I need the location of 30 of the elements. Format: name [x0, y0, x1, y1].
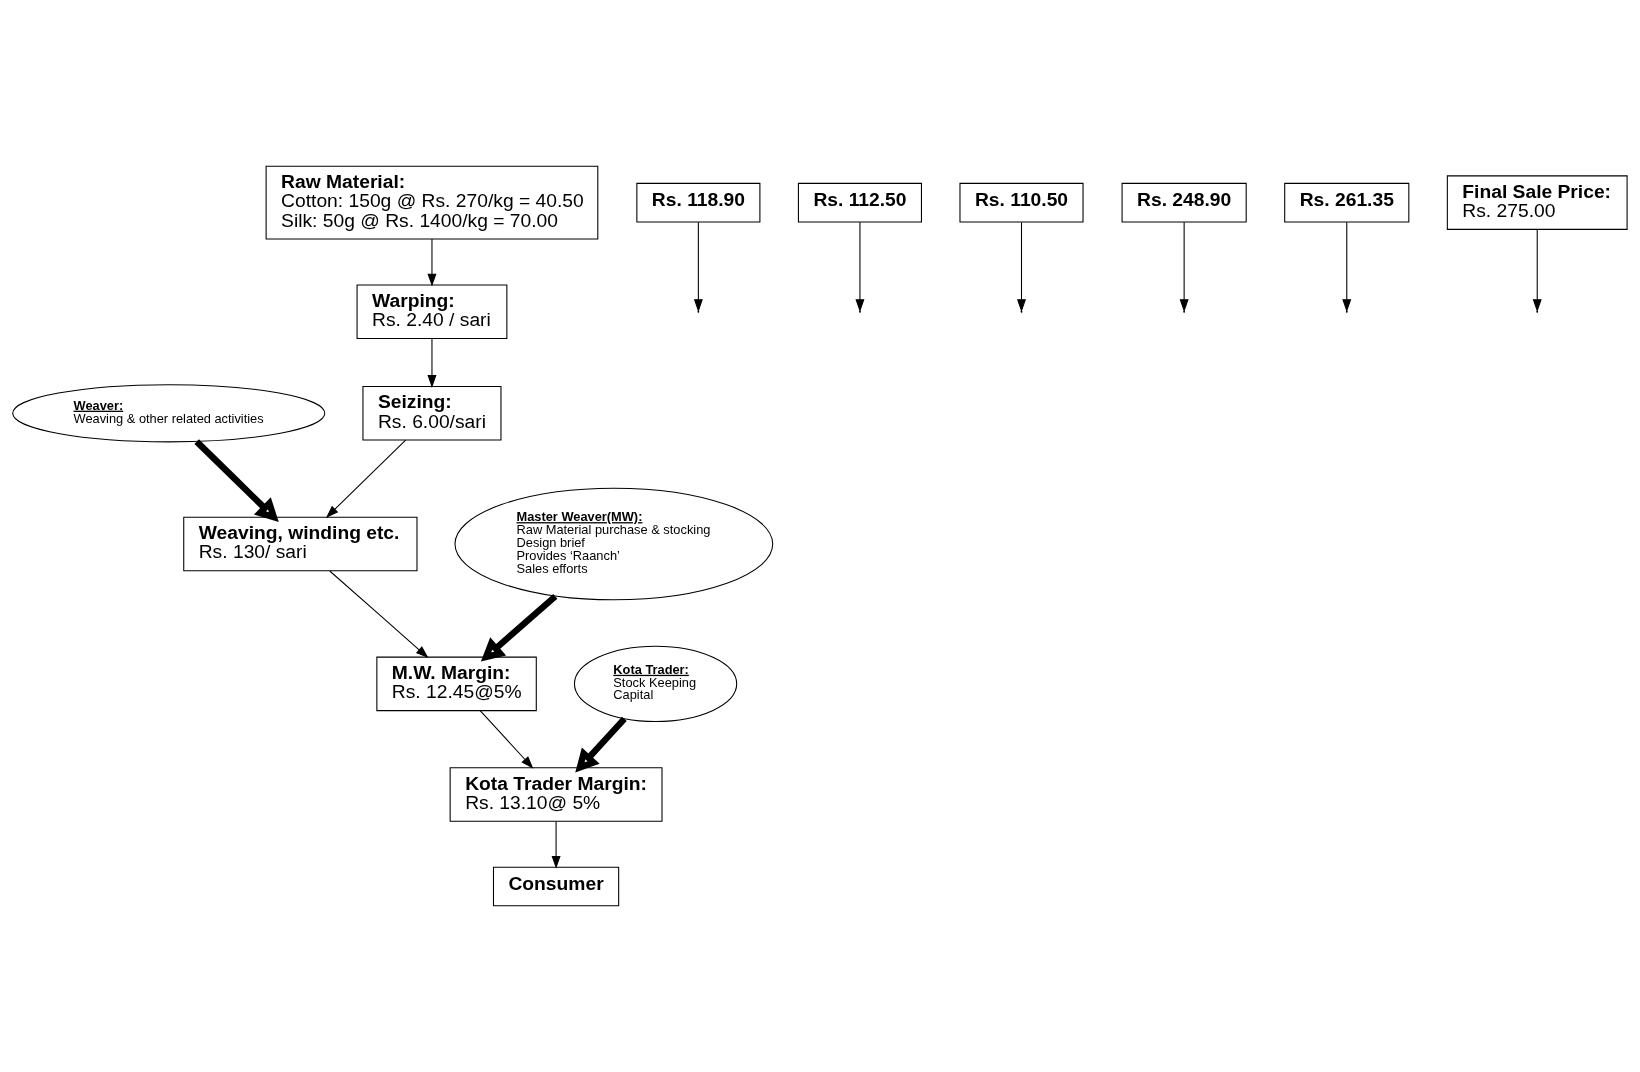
arrow — [693, 221, 703, 313]
arrow — [1179, 221, 1189, 313]
node-box: Final Sale Price: Rs. 275.00 — [1446, 175, 1628, 230]
node-box: Weaving, winding etc. Rs. 130/ sari — [183, 516, 418, 572]
node-box: Rs. 110.50 — [959, 182, 1084, 223]
node-ellipse: Kota Trader: Stock Keeping Capital — [573, 645, 738, 723]
node-ellipse: Weaver: Weaving & other related activities — [12, 384, 326, 443]
node-box: Warping: Rs. 2.40 / sari — [356, 284, 508, 340]
node-box: Kota Trader Margin: Rs. 13.10@ 5% — [449, 767, 663, 822]
arrow — [1532, 229, 1542, 313]
arrow — [855, 221, 865, 313]
arrow — [479, 710, 534, 769]
node-box: Rs. 112.50 — [797, 182, 922, 223]
node-box: Rs. 248.90 — [1121, 182, 1247, 223]
node-box: Rs. 118.90 — [636, 182, 761, 223]
arrow — [427, 338, 437, 388]
arrow — [1342, 221, 1352, 313]
arrow — [329, 570, 429, 659]
node-ellipse: Master Weaver(MW): Raw Material purchase & stocking Design brief Provides ‘Raanch’ Sales efforts — [454, 487, 774, 601]
node-box: Consumer — [492, 866, 620, 907]
arrow — [551, 821, 561, 869]
node-box: Seizing: Rs. 6.00/sari — [362, 386, 502, 441]
node-box: M.W. Margin: Rs. 12.45@5% — [376, 656, 537, 712]
arrow — [427, 238, 437, 287]
arrow — [575, 716, 627, 773]
arrow — [325, 439, 407, 518]
node-box: Raw Material: Cotton: 150g @ Rs. 270/kg = 40.50 Silk: 50g @ Rs. 1400/kg = 70.00 — [265, 165, 599, 240]
node-box: Rs. 261.35 — [1284, 182, 1410, 223]
arrow — [194, 439, 279, 522]
arrow — [480, 593, 558, 662]
